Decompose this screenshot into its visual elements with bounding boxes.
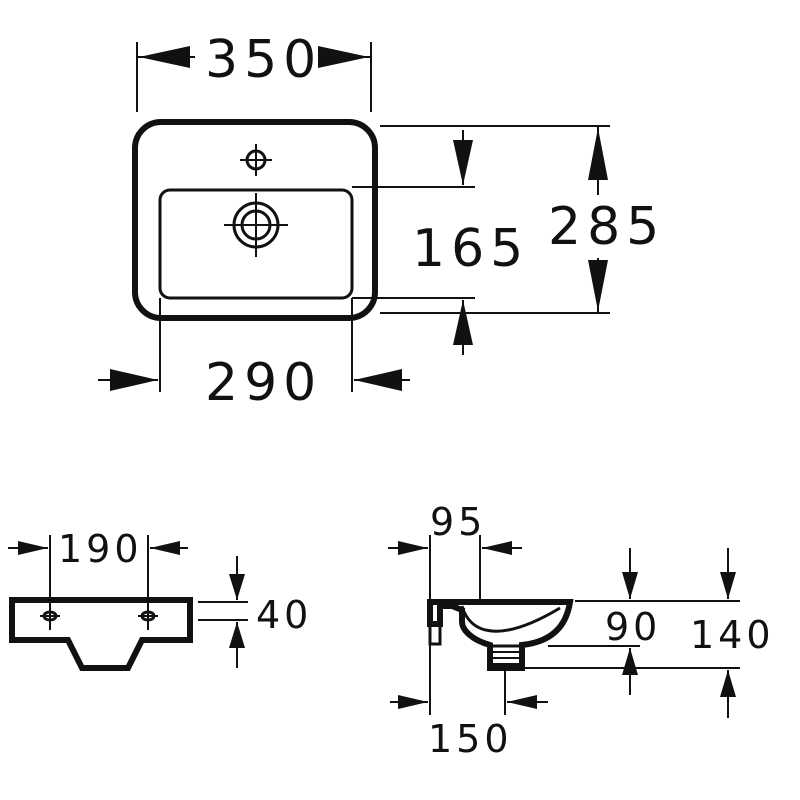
- dim-bowl-width: 290: [205, 353, 322, 413]
- dimension-150: 150: [390, 644, 548, 761]
- dim-front-height: 40: [256, 593, 312, 637]
- basin-bowl: [158, 188, 354, 300]
- dim-top-width: 350: [205, 30, 322, 90]
- front-basin-profile: [9, 597, 193, 671]
- front-tap-hole-left-icon: [40, 580, 60, 630]
- dim-side-total-height: 140: [690, 613, 775, 657]
- front-view: 190 40: [8, 527, 312, 671]
- tap-hole-icon: [240, 144, 272, 176]
- dim-side-waste-offset: 150: [428, 717, 513, 761]
- side-view: 95 90 140 150: [388, 500, 775, 761]
- front-tap-hole-right-icon: [138, 580, 158, 630]
- dim-front-tap-spacing: 190: [58, 527, 143, 571]
- dimension-40: 40: [198, 556, 312, 668]
- top-view: 350 285 165: [98, 30, 665, 413]
- side-wall-bracket: [428, 622, 442, 646]
- dim-side-bowl-height: 90: [605, 605, 661, 649]
- dimension-90: 90: [548, 548, 740, 695]
- drain-icon: [224, 193, 288, 257]
- dim-bowl-depth: 165: [412, 219, 529, 279]
- dimension-140: 140: [525, 548, 775, 718]
- dimension-290: 290: [98, 298, 410, 413]
- dim-top-depth: 285: [548, 197, 665, 257]
- dimension-95: 95: [388, 500, 522, 602]
- basin-outer-rim: [132, 119, 378, 321]
- dimension-165: 165: [352, 130, 529, 355]
- dimension-350: 350: [136, 30, 372, 112]
- dimension-190: 190: [8, 527, 188, 580]
- side-basin-inner: [460, 605, 561, 633]
- dimension-285: 285: [380, 125, 665, 314]
- dim-side-tap-offset: 95: [430, 500, 486, 544]
